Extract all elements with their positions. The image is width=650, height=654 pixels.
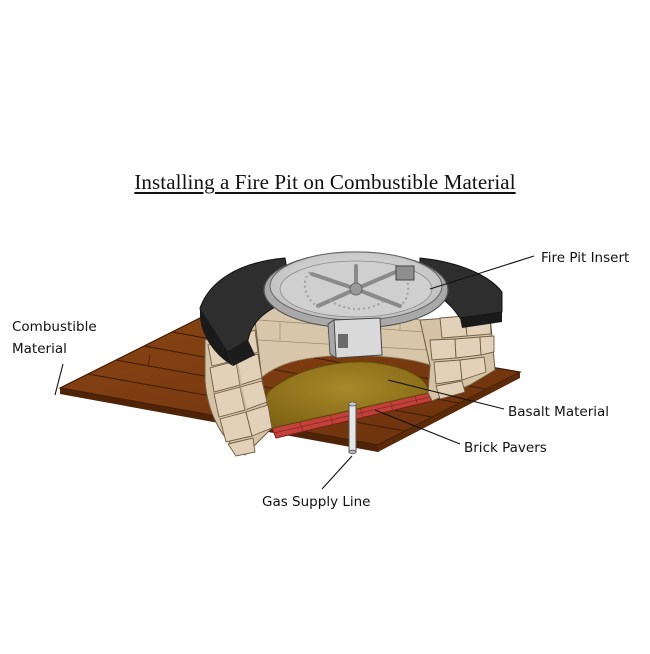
- label-gas-supply-line: Gas Supply Line: [262, 494, 371, 510]
- gas-supply-pipe: [348, 401, 357, 455]
- leader-lines: [54, 255, 535, 490]
- label-combustible-line1: Combustible: [12, 319, 97, 335]
- label-combustible-line2: Material: [12, 341, 67, 357]
- fire-pit-insert: [263, 251, 449, 359]
- label-fire-pit-insert: Fire Pit Insert: [541, 250, 630, 266]
- label-brick-pavers: Brick Pavers: [464, 440, 547, 456]
- label-basalt-material: Basalt Material: [508, 404, 610, 420]
- brick-wall-right: [419, 314, 496, 402]
- page-title: Installing a Fire Pit on Combustible Mat…: [134, 170, 516, 194]
